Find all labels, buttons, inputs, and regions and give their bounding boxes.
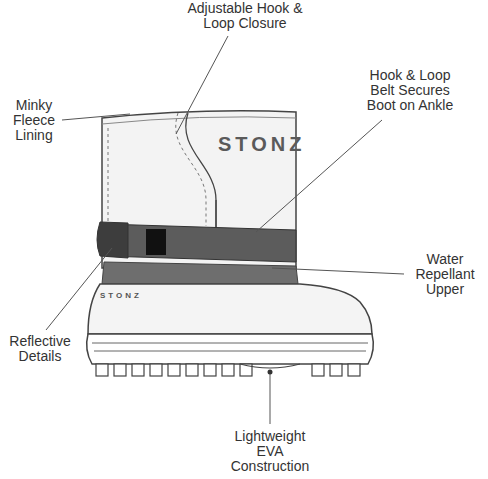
sole-lug [168, 364, 180, 376]
lower-shell [88, 284, 372, 334]
sole-lug [330, 364, 342, 376]
collar-band [102, 262, 298, 284]
sole-lug [348, 364, 360, 376]
leader-line [270, 372, 271, 424]
feature-label: Water Repellant Upper [408, 252, 482, 297]
leader-line [46, 248, 112, 330]
sole-arch [240, 364, 300, 368]
reflective-tab [97, 222, 128, 258]
sole-ridge [92, 343, 368, 351]
feature-label: Hook & Loop Belt Secures Boot on Ankle [362, 68, 458, 113]
leader-lines [46, 36, 404, 424]
leader-dot [268, 370, 273, 375]
sole-lug [114, 364, 126, 376]
leader-line [62, 114, 130, 120]
feature-label: Adjustable Hook & Loop Closure [187, 1, 303, 31]
feature-label: Minky Fleece Lining [4, 98, 64, 143]
fleece-lining-edge [102, 117, 296, 124]
closure-flap [215, 200, 216, 228]
leader-line [272, 268, 404, 274]
leader-line [176, 36, 228, 134]
sole-lug [204, 364, 216, 376]
sole-lug [312, 364, 324, 376]
brand-logo: STONZ [218, 133, 305, 156]
sole-lugs [96, 364, 360, 376]
feature-label: Reflective Details [4, 334, 76, 364]
stitching [176, 113, 206, 226]
sole-lug [222, 364, 234, 376]
hook-loop-patch [146, 229, 166, 255]
sole-lug [132, 364, 144, 376]
stitching [108, 128, 109, 222]
feature-label: Lightweight EVA Construction [225, 429, 315, 474]
closure-flap [186, 113, 216, 228]
brand-logo: STONZ [100, 291, 142, 300]
ankle-belt [104, 224, 296, 262]
sole-lug [150, 364, 162, 376]
sole-lug [96, 364, 108, 376]
sole [87, 334, 374, 364]
sole-lug [186, 364, 198, 376]
